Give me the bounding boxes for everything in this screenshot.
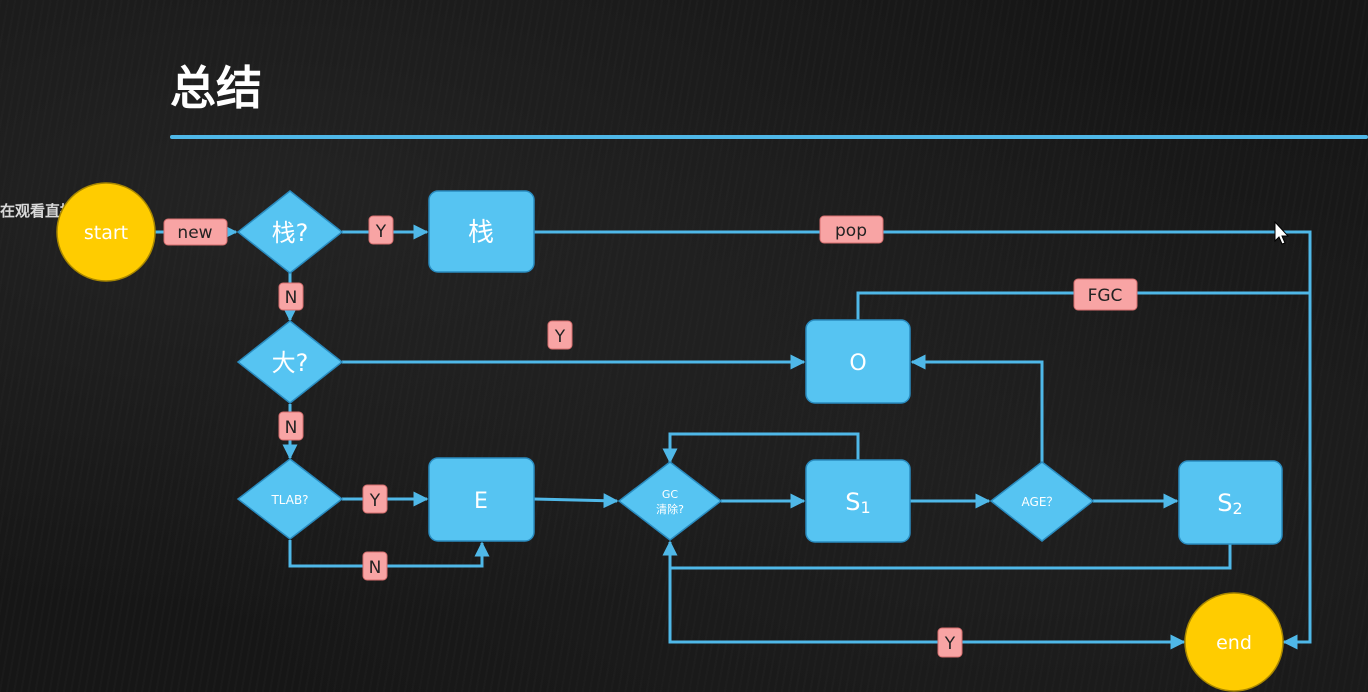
- survivor1-label-sub: 1: [861, 498, 871, 517]
- gc-decision-label-line1: GC: [662, 488, 679, 501]
- live-watermark: 在观看直播: [0, 202, 76, 220]
- edge-age-q-old: [910, 354, 1044, 462]
- title-underline: [170, 135, 1368, 139]
- tag-fgc-text: FGC: [1088, 286, 1123, 306]
- age-decision: AGE？: [989, 461, 1095, 542]
- tag-stack-no-text: N: [285, 288, 298, 308]
- survivor1-label-main: S: [845, 488, 860, 516]
- tag-tlab-yes: Y: [362, 484, 388, 514]
- survivor2-node: S2: [1178, 460, 1283, 545]
- stack-decision: 栈?: [236, 190, 344, 274]
- edge-s1-gc-q: [662, 432, 860, 464]
- tag-tlab-no-text: N: [369, 558, 382, 578]
- tag-big-yes-text: Y: [554, 327, 566, 347]
- tag-big-no: N: [278, 411, 304, 441]
- tag-gc-yes-text: Y: [944, 634, 956, 654]
- end-node: end: [1184, 592, 1284, 692]
- survivor2-label: S2: [1217, 489, 1242, 518]
- end-label: end: [1216, 632, 1252, 654]
- edge-old-fgc: [856, 291, 1310, 320]
- tag-gc-yes: Y: [937, 627, 963, 658]
- start-label: start: [84, 222, 128, 244]
- eden-label: E: [474, 489, 488, 514]
- age-decision-label: AGE？: [1022, 495, 1059, 509]
- edge-gc-yes-end: [668, 568, 1186, 650]
- stack-node-label: 栈: [468, 218, 494, 248]
- tag-new-text: new: [177, 223, 212, 243]
- start-node: start: [56, 182, 156, 282]
- tlab-decision: TLAB?: [236, 458, 344, 540]
- edge-s2-gc-q: [662, 540, 1232, 570]
- edge-eden-gc-q: [533, 493, 619, 509]
- stack-node: 栈: [428, 190, 535, 273]
- edge-stack-pop-end: [534, 230, 1312, 650]
- tag-tlab-yes-text: Y: [369, 491, 381, 511]
- mouse-cursor-icon: [1274, 220, 1290, 245]
- old-gen-node: O: [805, 319, 911, 404]
- eden-node: E: [428, 457, 535, 542]
- tlab-decision-label: TLAB?: [270, 493, 308, 507]
- tag-stack-yes-text: Y: [375, 222, 387, 242]
- survivor1-label: S1: [845, 488, 870, 517]
- gc-decision: GC 清除?: [617, 461, 723, 541]
- slide-title: 总结: [170, 61, 262, 115]
- tag-pop-text: pop: [835, 221, 867, 241]
- tag-fgc: FGC: [1073, 278, 1138, 311]
- stack-decision-label: 栈?: [272, 219, 309, 247]
- survivor2-label-sub: 2: [1233, 499, 1243, 518]
- tag-big-yes: Y: [547, 320, 573, 350]
- tag-stack-yes: Y: [368, 215, 394, 245]
- tag-big-no-text: N: [285, 418, 298, 438]
- big-decision: 大?: [236, 320, 344, 404]
- survivor2-label-main: S: [1217, 489, 1232, 517]
- tag-pop: pop: [819, 215, 884, 244]
- tag-tlab-no: N: [362, 551, 388, 581]
- old-gen-label: O: [849, 351, 866, 376]
- tag-new: new: [163, 218, 228, 246]
- survivor1-node: S1: [805, 459, 911, 543]
- big-decision-label: 大?: [272, 349, 309, 377]
- tag-stack-no: N: [278, 282, 304, 311]
- gc-decision-label-line2: 清除?: [656, 502, 684, 516]
